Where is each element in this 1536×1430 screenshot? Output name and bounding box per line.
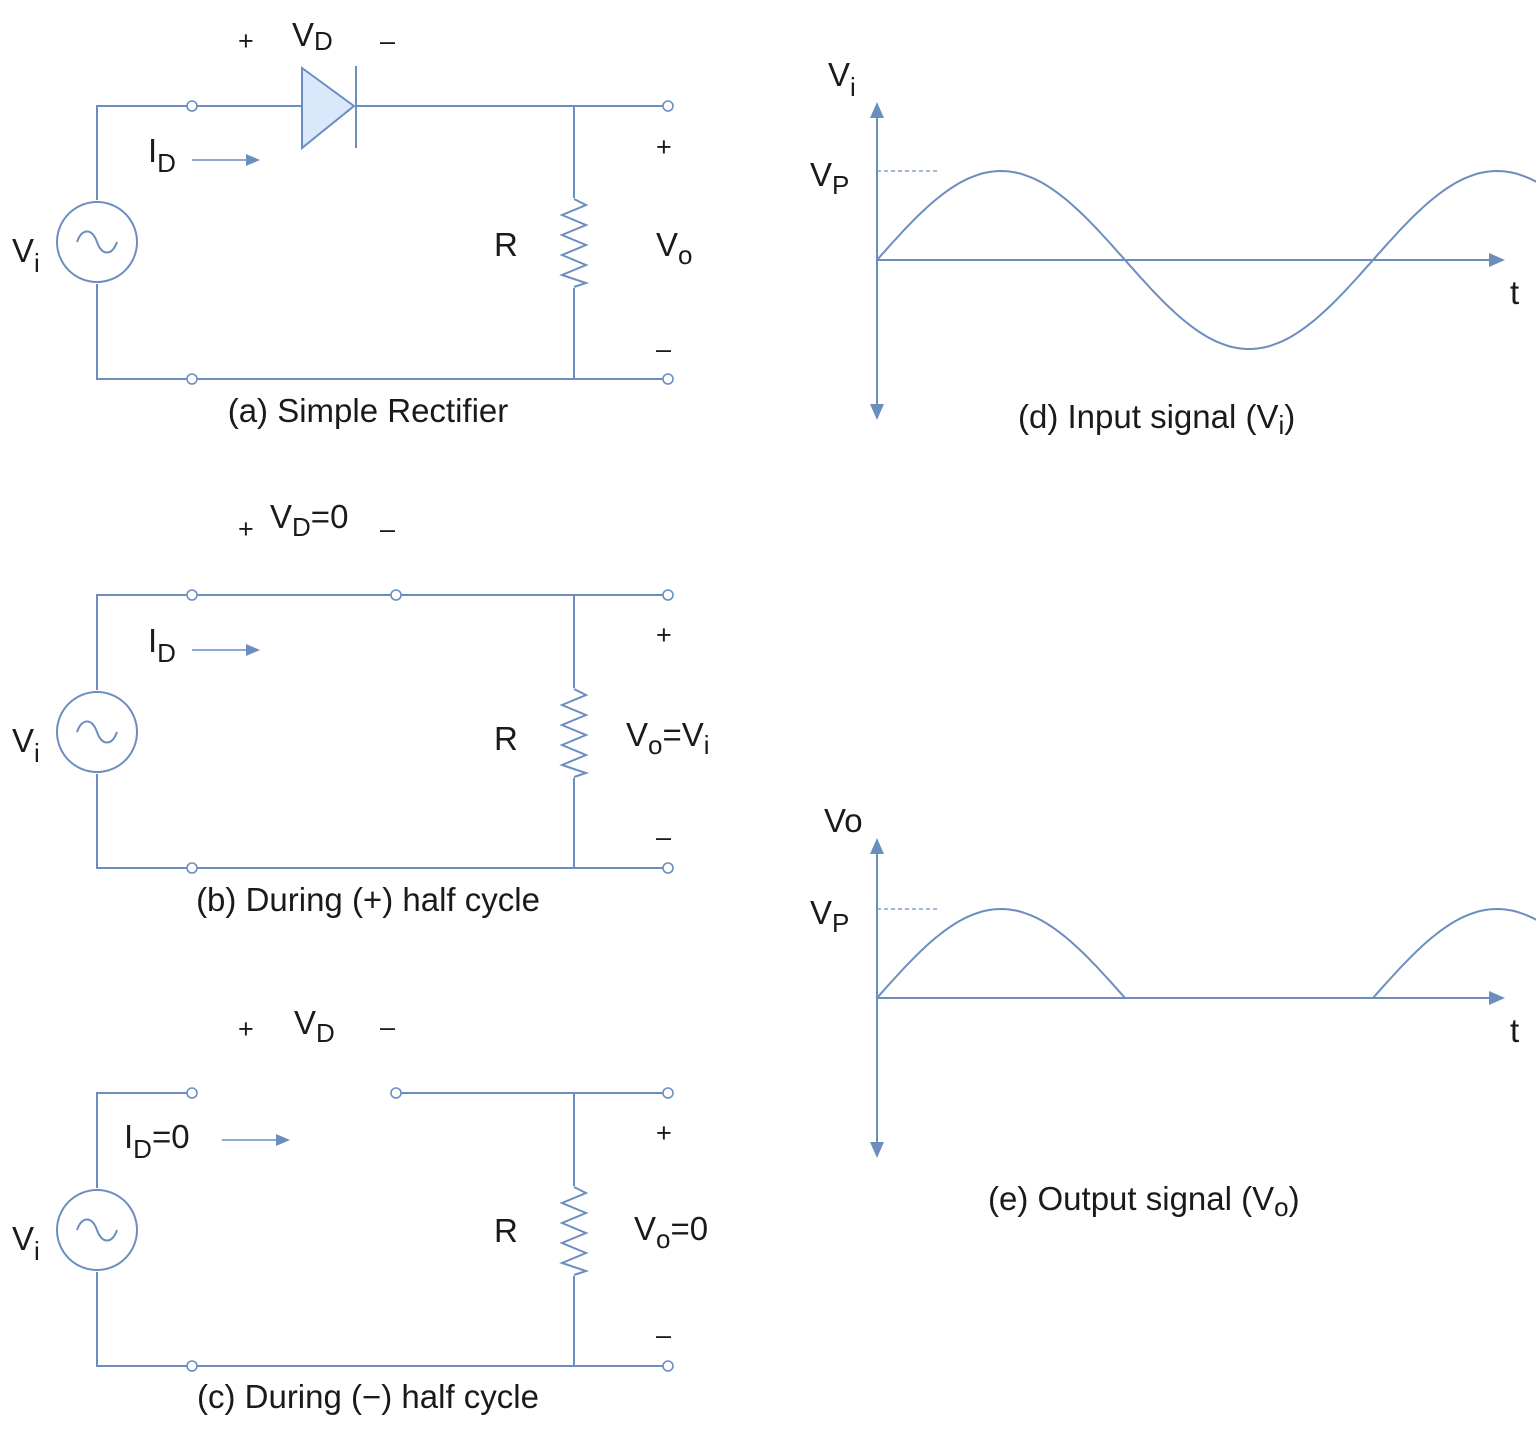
input-sine-wave — [876, 169, 1536, 351]
circuit-a: + VD – ID Vi R + Vo – (a) Simple Rectifi… — [12, 16, 692, 429]
ac-source-icon — [56, 201, 138, 283]
source-label: Vi — [12, 722, 40, 768]
resistor-symbol — [561, 198, 587, 288]
current-arrow — [222, 1134, 290, 1146]
diode-plus: + — [238, 26, 254, 56]
caption-a: (a) Simple Rectifier — [228, 392, 509, 429]
graph-e: Vo VP t (e) Output signal (Vo) — [810, 802, 1536, 1222]
ac-source-icon — [56, 1189, 138, 1271]
diode-voltage-label: VD=0 — [270, 498, 348, 542]
output-minus: – — [656, 334, 671, 364]
current-label: ID — [148, 622, 176, 668]
circuit-b-wires — [96, 594, 664, 869]
resistor-label: R — [494, 226, 518, 263]
caption-b: (b) During (+) half cycle — [196, 881, 540, 918]
output-label: Vo — [656, 226, 692, 270]
output-minus: – — [656, 822, 671, 852]
circuit-b: + VD=0 – ID Vi R + Vo=Vi – (b) During (+… — [12, 498, 710, 918]
caption-c: (c) During (−) half cycle — [197, 1378, 539, 1415]
caption-e: (e) Output signal (Vo) — [988, 1180, 1300, 1222]
peak-label: VP — [810, 894, 849, 938]
circuit-b-terminals — [186, 589, 674, 874]
diode-minus: – — [380, 514, 395, 544]
output-rectified-wave — [876, 907, 1536, 999]
diode-minus: – — [380, 26, 395, 56]
x-axis-label: t — [1510, 1012, 1519, 1049]
diode-voltage-label: VD — [294, 1004, 335, 1048]
y-axis-label: Vi — [828, 56, 856, 102]
current-label: ID — [148, 132, 176, 178]
circuit-c: + VD – ID=0 Vi R + Vo=0 – (c) During (−)… — [12, 1004, 708, 1415]
circuit-a-wires — [96, 105, 664, 380]
x-axis — [877, 253, 1505, 267]
output-label: Vo=Vi — [626, 716, 710, 760]
circuit-c-wires — [96, 1092, 664, 1367]
resistor-label: R — [494, 1212, 518, 1249]
current-arrow — [192, 644, 260, 656]
output-plus: + — [656, 620, 672, 650]
caption-d: (d) Input signal (Vi) — [1018, 398, 1295, 440]
output-plus: + — [656, 1118, 672, 1148]
circuit-c-terminals — [186, 1087, 674, 1372]
peak-label: VP — [810, 156, 849, 200]
source-label: Vi — [12, 1220, 40, 1266]
diode-minus: – — [380, 1012, 395, 1042]
diode-voltage-label: VD — [292, 16, 333, 56]
resistor-symbol — [561, 688, 587, 778]
output-plus: + — [656, 132, 672, 162]
source-label: Vi — [12, 232, 40, 278]
current-label: ID=0 — [124, 1118, 190, 1164]
diode-plus: + — [238, 1014, 254, 1044]
diode-plus: + — [238, 514, 254, 544]
resistor-symbol — [561, 1186, 587, 1276]
current-arrow — [192, 154, 260, 166]
graph-d: Vi VP t (d) Input signal (Vi) — [810, 56, 1536, 440]
y-axis-label: Vo — [824, 802, 863, 839]
output-label: Vo=0 — [634, 1210, 708, 1254]
circuit-a-terminals — [186, 100, 674, 385]
x-axis-label: t — [1510, 274, 1519, 311]
resistor-label: R — [494, 720, 518, 757]
diode-symbol — [301, 66, 357, 151]
output-minus: – — [656, 1320, 671, 1350]
ac-source-icon — [56, 691, 138, 773]
